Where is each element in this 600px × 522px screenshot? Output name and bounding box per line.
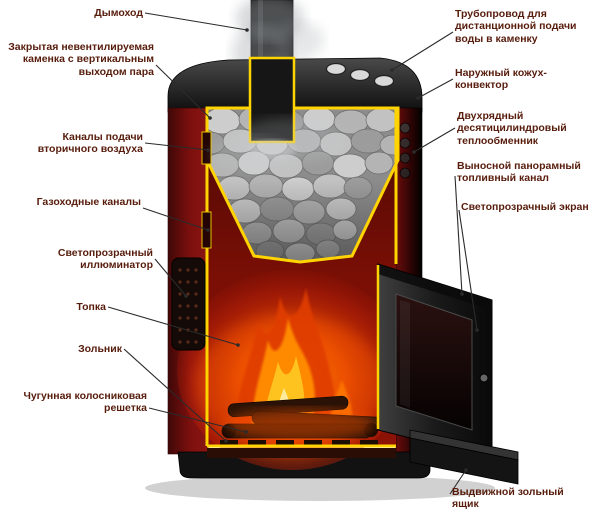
label-chimney: Дымоход <box>94 7 143 19</box>
label-ash-pan: Зольник <box>78 343 122 355</box>
fuel-channel-door-graphic <box>376 263 493 459</box>
label-translucent-screen: Светопрозрачный экран <box>461 201 589 213</box>
label-stone-compartment: Закрытая невентилируемая каменка с верти… <box>8 41 154 78</box>
leader-lines <box>107 12 479 495</box>
steam-graphic <box>210 118 345 173</box>
label-firebox: Топка <box>76 301 106 313</box>
water-inlet-hole <box>349 68 371 82</box>
ash-pan-area <box>207 448 396 458</box>
water-inlet-hole <box>325 62 347 76</box>
porthole-graphic <box>171 257 206 351</box>
label-outer-convector-casing: Наружный кожух-конвектор <box>455 67 547 92</box>
grate-graphic <box>220 440 378 447</box>
heat-exchanger-graphic <box>399 122 411 179</box>
label-translucent-porthole: Светопрозрачный иллюминатор <box>57 247 153 272</box>
ash-drawer-graphic <box>409 429 519 485</box>
label-ash-drawer: Выдвижной зольный ящик <box>452 486 564 511</box>
door-window-graphic <box>395 293 473 431</box>
label-water-pipe: Трубопровод для дистанционной подачи вод… <box>455 8 577 45</box>
label-panoramic-fuel-channel: Выносной панорамный топливный канал <box>457 160 581 185</box>
floor-shadow <box>145 475 495 501</box>
water-inlet-hole <box>373 74 395 88</box>
logs-graphic <box>221 395 381 441</box>
label-flue-channels: Газоходные каналы <box>36 196 141 208</box>
label-cast-iron-grate: Чугунная колосниковая решетка <box>23 390 147 415</box>
label-heat-exchanger: Двухрядный десятицилиндровый теплообменн… <box>457 110 567 147</box>
door-handle <box>479 373 489 383</box>
label-secondary-air-channels: Каналы подачи вторичного воздуха <box>37 131 143 156</box>
